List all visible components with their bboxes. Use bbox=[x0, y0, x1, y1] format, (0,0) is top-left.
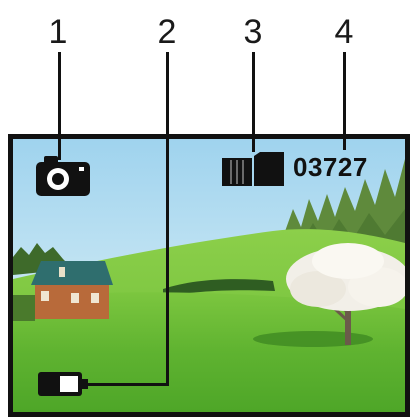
memory-card-icon bbox=[222, 152, 284, 186]
callout-number-2: 2 bbox=[150, 14, 184, 50]
callout-number-3: 3 bbox=[236, 14, 270, 50]
callout-number-1: 1 bbox=[41, 14, 75, 50]
camera-icon bbox=[36, 156, 90, 196]
shot-counter: 03727 bbox=[293, 148, 401, 186]
callout-number-4: 4 bbox=[327, 14, 361, 50]
leader-line-4 bbox=[343, 52, 346, 150]
leader-line-2-vertical bbox=[166, 52, 169, 386]
leader-line-1 bbox=[58, 52, 61, 160]
leader-line-3 bbox=[252, 52, 255, 152]
leader-line-2-horizontal bbox=[88, 383, 169, 386]
battery-icon bbox=[38, 372, 88, 396]
